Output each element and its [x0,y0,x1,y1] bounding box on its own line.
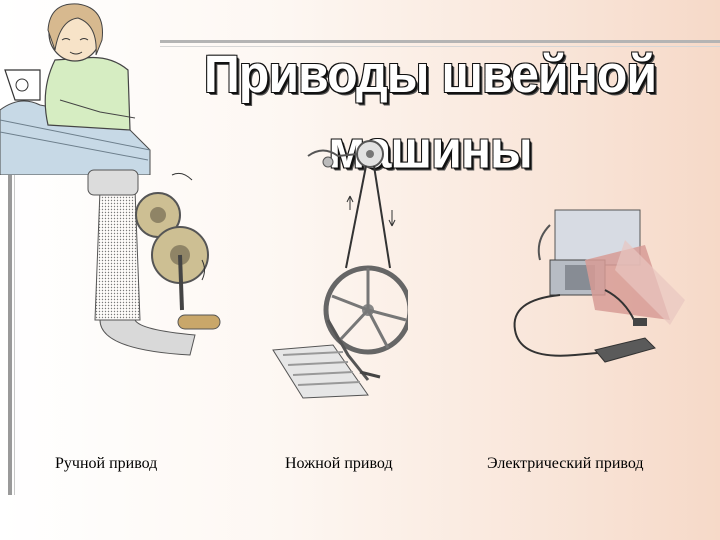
caption-manual-drive: Ручной привод [55,455,157,473]
caption-foot-drive: Ножной привод [285,455,393,473]
caption-electric-drive: Электрический привод [487,455,644,473]
left-rule-thin [14,170,15,495]
foot-drive-illustration [268,140,408,400]
seamstress-illustration [0,0,160,175]
page-title: Приводы швейной машины [190,36,670,112]
left-rule [8,170,12,495]
hand-drive-illustration [80,160,230,360]
electric-drive-illustration [505,200,695,370]
